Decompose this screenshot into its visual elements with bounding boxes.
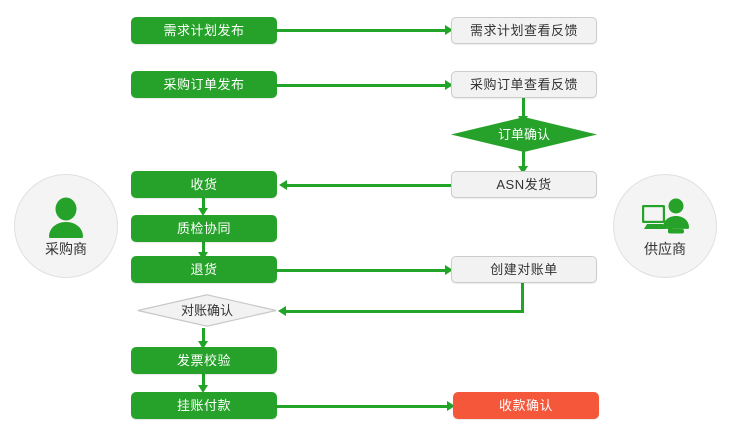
edge-asn-to-receive — [287, 184, 453, 187]
edge-statement-to-confirm-arrow — [278, 306, 286, 316]
edge-po-publish — [276, 84, 446, 87]
node-demand-plan-publish[interactable]: 需求计划发布 — [131, 17, 277, 44]
edge-qc-to-return — [202, 241, 205, 255]
edge-po-publish-arrow — [445, 80, 453, 90]
node-invoice-verify[interactable]: 发票校验 — [131, 347, 277, 374]
edge-invoice-to-payable-arrow — [198, 385, 208, 393]
node-po-feedback[interactable]: 采购订单查看反馈 — [451, 71, 597, 98]
node-create-statement[interactable]: 创建对账单 — [451, 256, 597, 283]
edge-confirm-to-asn — [522, 150, 525, 170]
edge-receive-to-qc-arrow — [198, 208, 208, 216]
edge-demand-plan — [276, 29, 446, 32]
person-computer-icon — [642, 198, 689, 234]
node-order-confirm[interactable]: 订单确认 — [451, 117, 597, 152]
edge-return-to-statement — [276, 269, 446, 272]
edge-confirm-to-asn-arrow — [518, 166, 528, 174]
node-payment-confirm[interactable]: 收款确认 — [453, 392, 599, 419]
node-return-goods[interactable]: 退货 — [131, 256, 277, 283]
person-icon — [49, 197, 83, 238]
edge-asn-to-receive-arrow — [279, 180, 287, 190]
edge-demand-plan-arrow — [445, 25, 453, 35]
edge-receive-to-qc — [202, 197, 205, 211]
node-statement-confirm-label: 对账确认 — [180, 303, 233, 318]
edge-payable-to-payment — [276, 405, 448, 408]
actor-supplier-label: 供应商 — [644, 241, 686, 257]
actor-supplier[interactable]: 供应商 — [613, 174, 717, 278]
edge-return-to-statement-arrow — [445, 265, 453, 275]
node-payable-payment[interactable]: 挂账付款 — [131, 392, 277, 419]
edge-invoice-to-payable — [202, 374, 205, 388]
edge-po-to-confirm — [522, 97, 525, 119]
actor-buyer-label: 采购商 — [45, 241, 87, 257]
node-quality-collab[interactable]: 质检协同 — [131, 215, 277, 242]
edge-statement-left — [286, 310, 524, 313]
edge-payable-to-payment-arrow — [447, 401, 455, 411]
node-order-confirm-label: 订单确认 — [497, 127, 550, 142]
node-statement-confirm[interactable]: 对账确认 — [137, 294, 277, 327]
node-receive-goods[interactable]: 收货 — [131, 171, 277, 198]
node-demand-plan-feedback[interactable]: 需求计划查看反馈 — [451, 17, 597, 44]
node-asn-shipment[interactable]: ASN发货 — [451, 171, 597, 198]
node-po-publish[interactable]: 采购订单发布 — [131, 71, 277, 98]
edge-confirm-to-invoice — [202, 328, 205, 344]
edge-statement-down — [521, 283, 524, 313]
diamond-shape — [137, 294, 277, 327]
diamond-shape — [451, 117, 597, 152]
actor-buyer[interactable]: 采购商 — [14, 174, 118, 278]
edge-confirm-to-invoice-arrow — [198, 341, 208, 349]
